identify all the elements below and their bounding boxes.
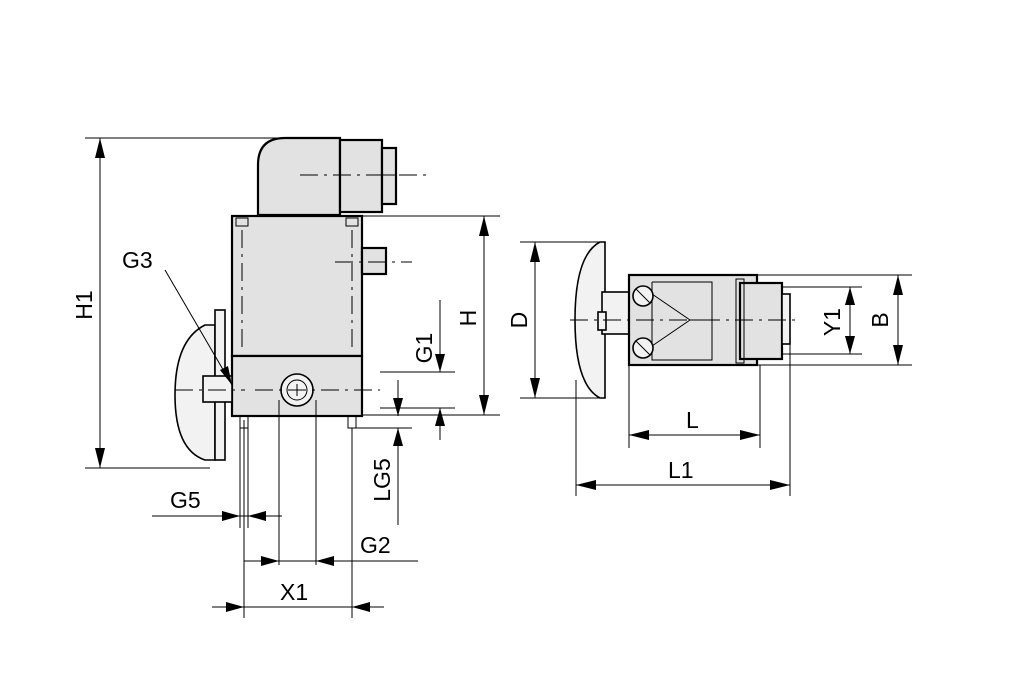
dim-label-y1: Y1 <box>819 308 845 336</box>
dim-label-l: L <box>686 407 699 433</box>
solenoid-coil <box>230 214 364 358</box>
dim-label-x1: X1 <box>280 579 308 605</box>
dim-label-h1: H1 <box>71 290 97 319</box>
manual-override-pin <box>360 246 388 276</box>
outlet-nut <box>738 281 784 361</box>
elbow-connector <box>256 136 342 217</box>
dim-label-g5: G5 <box>170 487 201 513</box>
dim-label-h: H <box>455 310 481 327</box>
dim-label-g2: G2 <box>360 532 391 558</box>
dim-label-g3: G3 <box>122 247 153 273</box>
dim-label-g1: G1 <box>411 333 437 364</box>
flange-knob <box>574 241 606 399</box>
connector-nut <box>380 146 398 206</box>
dim-label-lg5: LG5 <box>369 458 395 501</box>
dim-label-d: D <box>506 312 532 329</box>
dim-label-b: B <box>867 312 893 327</box>
mounting-pin-right <box>347 415 357 429</box>
side-view: D Y1 B L L1 <box>506 241 912 496</box>
front-view: H1 G3 H G1 LG5 <box>71 136 500 618</box>
dim-label-l1: L1 <box>668 457 694 483</box>
connector-plug <box>338 138 384 214</box>
port-g3-knob <box>174 324 216 461</box>
